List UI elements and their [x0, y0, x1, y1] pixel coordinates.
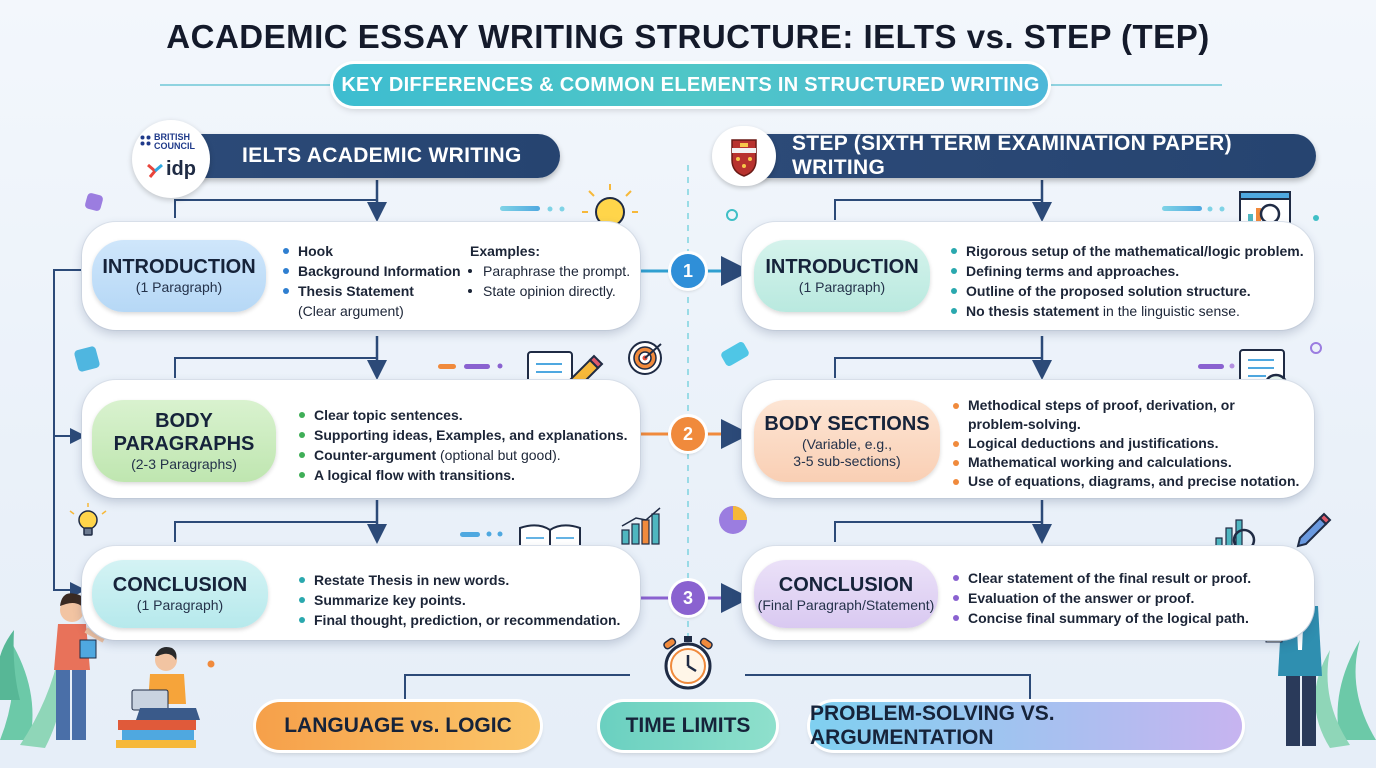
list-item: Paraphrase the prompt. [467, 261, 637, 281]
page-title: ACADEMIC ESSAY WRITING STRUCTURE: IELTS … [166, 18, 1210, 55]
ielts-header-text: IELTS ACADEMIC WRITING [242, 144, 522, 167]
list-item: Supporting ideas, Examples, and explanat… [298, 425, 638, 445]
list-item-line: problem-solving. [968, 416, 1081, 432]
small-lightbulb-icon [69, 503, 107, 536]
step-body-label: BODY SECTIONS (Variable, e.g., 3-5 sub-s… [754, 400, 940, 482]
ielts-intro-title: INTRODUCTION [102, 256, 256, 278]
step-conclusion-label: CONCLUSION (Final Paragraph/Statement) [754, 560, 938, 628]
step-number-2: 2 [671, 417, 705, 451]
ielts-intro-note: (Clear argument) [298, 303, 404, 319]
list-item: Methodical steps of proof, derivation, o… [952, 396, 1312, 434]
target-icon [628, 341, 662, 375]
ielts-header: IELTS ACADEMIC WRITING [170, 134, 560, 178]
ielts-body-sub: (2-3 Paragraphs) [131, 455, 237, 472]
list-item: State opinion directly. [467, 281, 637, 301]
step-header: STEP (SIXTH TERM EXAMINATION PAPER) WRIT… [730, 132, 1316, 179]
step-body-bullets: Methodical steps of proof, derivation, o… [952, 396, 1312, 491]
growth-chart-icon [621, 507, 661, 545]
list-item: Rigorous setup of the mathematical/logic… [950, 241, 1310, 261]
list-item: Mathematical working and calculations. [952, 453, 1312, 472]
ielts-intro-examples-title: Examples: [470, 243, 541, 259]
list-item-rest: in the linguistic sense. [1099, 303, 1240, 319]
step-intro-label: INTRODUCTION (1 Paragraph) [754, 240, 930, 312]
list-item: Final thought, prediction, or recommenda… [298, 610, 638, 630]
british-council-dots-icon [140, 134, 152, 146]
list-item: Logical deductions and justifications. [952, 434, 1312, 453]
step-body-title: BODY SECTIONS [764, 412, 930, 435]
list-item: Restate Thesis in new words. [298, 570, 638, 590]
step-flow-arrows [834, 180, 1052, 544]
list-item: Defining terms and approaches. [950, 261, 1310, 281]
ielts-body-bullets: Clear topic sentences. Supporting ideas,… [298, 405, 638, 485]
list-item: Clear topic sentences. [298, 405, 638, 425]
list-item: Counter-argument (optional but good). [298, 445, 638, 465]
list-item: Thesis Statement [282, 281, 462, 301]
ielts-intro-sub: (1 Paragraph) [135, 279, 223, 295]
step-header-text: STEP (SIXTH TERM EXAMINATION PAPER) WRIT… [792, 132, 1232, 179]
list-item: Evaluation of the answer or proof. [952, 588, 1252, 608]
subtitle-banner: KEY DIFFERENCES & COMMON ELEMENTS IN STR… [333, 64, 1048, 106]
ielts-intro-examples: Paraphrase the prompt. State opinion dir… [467, 261, 637, 301]
ielts-conclusion-bullets: Restate Thesis in new words. Summarize k… [298, 570, 638, 630]
list-item: A logical flow with transitions. [298, 465, 638, 485]
ielts-body-title-1: BODY [155, 409, 213, 432]
pencil-icon [1296, 512, 1332, 548]
cambridge-crest-icon [712, 126, 776, 186]
right-plant-decoration [1315, 640, 1376, 748]
list-item: Use of equations, diagrams, and precise … [952, 472, 1312, 491]
list-item-line: Methodical steps of proof, derivation, o… [968, 397, 1235, 413]
left-plant-decoration [0, 630, 63, 748]
step-conclusion-bullets: Clear statement of the final result or p… [952, 568, 1252, 628]
step-body-sub-1: (Variable, e.g., [801, 435, 892, 452]
ielts-body-title-2: PARAGRAPHS [113, 432, 255, 455]
step-intro-sub: (1 Paragraph) [798, 279, 886, 295]
dash-decorations [74, 193, 1322, 668]
list-item: Clear statement of the final result or p… [952, 568, 1252, 588]
list-item-bold: Counter-argument [314, 447, 437, 463]
ielts-conclusion-title: CONCLUSION [112, 574, 248, 596]
students-illustration [54, 593, 200, 748]
ielts-intro-label: INTRODUCTION (1 Paragraph) [92, 240, 266, 312]
logo-text-council: COUNCIL [154, 141, 195, 151]
ielts-conclusion-label: CONCLUSION (1 Paragraph) [92, 560, 268, 628]
step-body-sub-2: 3-5 sub-sections) [793, 452, 901, 469]
list-item: Background Information [282, 261, 462, 281]
bottom-language-vs-logic: LANGUAGE vs. LOGIC [256, 702, 540, 750]
logo-text-idp: idp [166, 158, 196, 180]
step-conclusion-sub: (Final Paragraph/Statement) [757, 597, 935, 613]
pie-chart-icon [719, 506, 747, 534]
list-item: Hook [282, 241, 462, 261]
list-item: Summarize key points. [298, 590, 638, 610]
ielts-conclusion-sub: (1 Paragraph) [136, 597, 224, 613]
list-item: Concise final summary of the logical pat… [952, 608, 1252, 628]
ielts-flow-arrows [53, 180, 387, 598]
step-conclusion-title: CONCLUSION [778, 574, 914, 596]
step-intro-bullets: Rigorous setup of the mathematical/logic… [950, 241, 1310, 321]
ielts-intro-bullets: Hook Background Information Thesis State… [282, 241, 462, 301]
bottom-problem-solving: PROBLEM-SOLVING VS. ARGUMENTATION [810, 702, 1242, 750]
bottom-time-limits: TIME LIMITS [600, 702, 776, 750]
idp-mark-icon [147, 163, 163, 178]
alarm-clock-icon [663, 636, 713, 690]
step-number-3: 3 [671, 581, 705, 615]
list-item-bold: No thesis statement [966, 303, 1100, 319]
step-intro-title: INTRODUCTION [765, 256, 919, 278]
list-item: Outline of the proposed solution structu… [950, 281, 1310, 301]
ielts-body-label: BODY PARAGRAPHS (2-3 Paragraphs) [92, 400, 276, 482]
list-item-rest: (optional but good). [436, 447, 561, 463]
list-item: No thesis statement in the linguistic se… [950, 301, 1310, 321]
logo-text-british: BRITISH [154, 132, 190, 142]
ielts-logo: BRITISH COUNCIL idp [132, 120, 210, 198]
step-number-1: 1 [671, 254, 705, 288]
